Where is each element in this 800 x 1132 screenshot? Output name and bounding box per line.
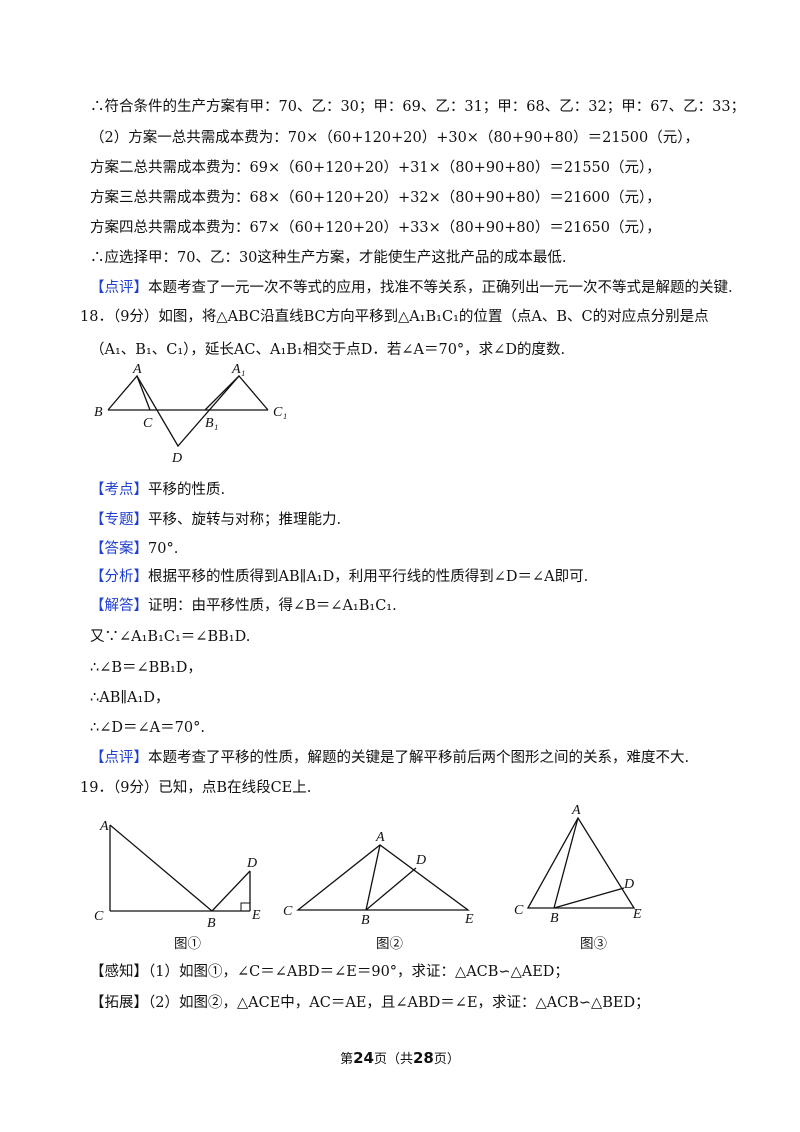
fig3-caption: 图③ <box>580 936 607 952</box>
fig1-label-e: E <box>251 908 261 923</box>
fenxi-text: 根据平移的性质得到AB∥A₁D，利用平行线的性质得到∠D＝∠A即可. <box>148 569 589 585</box>
fig2-caption: 图② <box>376 936 403 952</box>
q19-figure-1: A C B D E <box>94 819 261 931</box>
q18-label-c1: C₁ <box>273 405 287 420</box>
fenxi: 【分析】根据平移的性质得到AB∥A₁D，利用平行线的性质得到∠D＝∠A即可. <box>90 567 588 587</box>
question-19-line-1: 19．（9分）已知，点B在线段CE上. <box>80 780 312 796</box>
proof-step-3: ∴AB∥A₁D， <box>90 690 170 706</box>
fig1-label-a: A <box>99 819 109 834</box>
fig2-label-c: C <box>283 904 293 919</box>
page-number: 24 <box>353 1049 374 1067</box>
question-18-line-1: 18．（9分）如图，将△ABC沿直线BC方向平移到△A₁B₁C₁的位置（点A、B… <box>80 309 709 325</box>
fig2-label-d: D <box>415 853 426 868</box>
q18-label-d: D <box>171 451 182 466</box>
solution-line-4: 方案三总共需成本费为：68×（60+120+20）+32×（80+90+80）＝… <box>90 190 661 206</box>
fig1-label-c: C <box>94 909 104 924</box>
ganzhi: 【感知】（1）如图①，∠C＝∠ABD＝∠E＝90°，求证：△ACB∽△AED； <box>90 962 569 982</box>
zhuanti-text: 平移、旋转与对称；推理能力. <box>148 512 342 528</box>
review-17: 【点评】本题考查了一元一次不等式的应用，找准不等关系，正确列出一元一次不等式是解… <box>90 278 733 298</box>
ganzhi-text: （1）如图①，∠C＝∠ABD＝∠E＝90°，求证：△ACB∽△AED； <box>148 964 569 980</box>
tuozhan: 【拓展】（2）如图②，△ACE中，AC＝AE，且∠ABD＝∠E，求证：△ACB∽… <box>90 993 650 1013</box>
tuozhan-text: （2）如图②，△ACE中，AC＝AE，且∠ABD＝∠E，求证：△ACB∽△BED… <box>148 995 650 1011</box>
zhuanti: 【专题】平移、旋转与对称；推理能力. <box>90 510 341 530</box>
jieda-text: 证明：由平移性质，得∠B＝∠A₁B₁C₁. <box>148 598 397 614</box>
q19-figure-2: A C B D E <box>283 830 474 928</box>
tuozhan-tag: 【拓展】 <box>90 995 148 1011</box>
jieda-tag: 【解答】 <box>90 598 148 614</box>
fig3-label-b: B <box>550 911 559 926</box>
daan-tag: 【答案】 <box>90 541 148 557</box>
kaodian-text: 平移的性质. <box>148 482 226 498</box>
fig3-label-c: C <box>514 903 524 918</box>
ganzhi-tag: 【感知】 <box>90 964 148 980</box>
solution-line-3: 方案二总共需成本费为：69×（60+120+20）+31×（80+90+80）＝… <box>90 160 661 176</box>
review-text: 本题考查了一元一次不等式的应用，找准不等关系，正确列出一元一次不等式是解题的关键… <box>148 280 733 296</box>
fig2-label-a: A <box>375 830 385 845</box>
page-footer: 第24页（共28页） <box>0 1048 800 1067</box>
solution-line-6: ∴应选择甲：70、乙：30这种生产方案，才能使生产这批产品的成本最低. <box>90 250 567 266</box>
q18-label-a1: A₁ <box>231 362 245 377</box>
solution-line-2: （2）方案一总共需成本费为：70×（60+120+20）+30×（80+90+8… <box>90 130 699 146</box>
review-tag: 【点评】 <box>90 280 148 296</box>
proof-step-2: ∴∠B＝∠BB₁D， <box>90 660 202 676</box>
q19-figure-3: A C B D E <box>514 803 642 926</box>
fig2-label-e: E <box>464 912 474 927</box>
fig3-label-d: D <box>623 877 634 892</box>
kaodian-tag: 【考点】 <box>90 482 148 498</box>
solution-line-1: ∴符合条件的生产方案有甲：70、乙：30；甲：69、乙：31；甲：68、乙：32… <box>90 99 746 115</box>
fig2-label-b: B <box>361 913 370 928</box>
review-18-text: 本题考查了平移的性质，解题的关键是了解平移前后两个图形之间的关系，难度不大. <box>148 750 690 766</box>
total-pages: 28 <box>413 1049 434 1067</box>
proof-step-1: 又∵∠A₁B₁C₁＝∠BB₁D. <box>90 629 251 645</box>
q18-label-a: A <box>132 362 142 377</box>
jieda: 【解答】证明：由平移性质，得∠B＝∠A₁B₁C₁. <box>90 596 397 616</box>
fig1-label-b: B <box>207 916 216 931</box>
question-18-line-2: （A₁、B₁、C₁），延长AC、A₁B₁相交于点D．若∠A＝70°，求∠D的度数… <box>90 342 566 358</box>
q18-label-c: C <box>143 416 153 431</box>
daan-text: 70°. <box>148 541 179 557</box>
fig1-caption: 图① <box>174 936 201 952</box>
review-18-tag: 【点评】 <box>90 750 148 766</box>
zhuanti-tag: 【专题】 <box>90 512 148 528</box>
q18-figure: A A₁ B C B₁ C₁ D <box>94 362 287 466</box>
fenxi-tag: 【分析】 <box>90 569 148 585</box>
solution-line-5: 方案四总共需成本费为：67×（60+120+20）+33×（80+90+80）＝… <box>90 220 661 236</box>
fig1-label-d: D <box>246 856 257 871</box>
proof-step-4: ∴∠D＝∠A＝70°. <box>90 720 205 736</box>
fig3-label-a: A <box>571 803 581 818</box>
q18-label-b1: B₁ <box>205 416 218 431</box>
fig3-label-e: E <box>632 907 642 922</box>
q18-label-b: B <box>94 405 103 420</box>
kaodian: 【考点】平移的性质. <box>90 480 225 500</box>
footer-pre: 第 <box>340 1052 354 1067</box>
footer-mid: 页（共 <box>373 1052 413 1067</box>
review-18: 【点评】本题考查了平移的性质，解题的关键是了解平移前后两个图形之间的关系，难度不… <box>90 748 689 768</box>
daan: 【答案】70°. <box>90 539 178 559</box>
footer-post: 页） <box>433 1052 460 1067</box>
